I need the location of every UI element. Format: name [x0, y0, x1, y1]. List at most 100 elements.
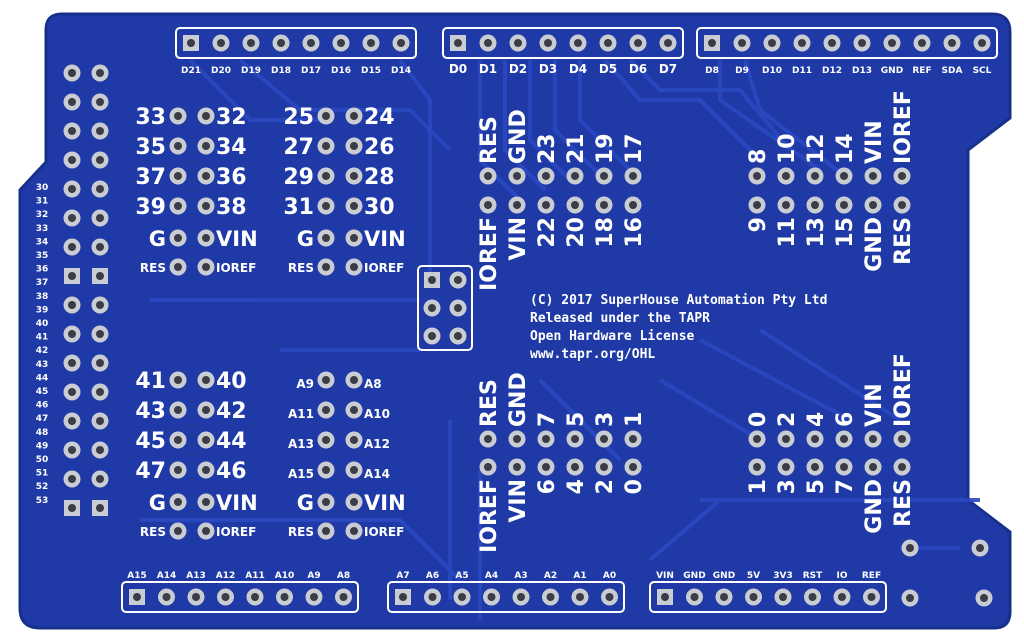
pad-hole: [68, 214, 76, 222]
vert-top-label: RES: [477, 116, 502, 164]
trace: [503, 60, 547, 192]
left-pin-number: 38: [36, 292, 49, 302]
pad-hole: [600, 463, 608, 471]
pad-hole: [221, 593, 230, 601]
left-pin-number: 50: [36, 455, 49, 465]
pad-hole: [339, 593, 348, 601]
header-bottom-right-outline: [649, 581, 887, 613]
pad-hole: [202, 263, 210, 271]
block-pin-label: 43: [135, 399, 166, 424]
vert-bottom-label: VIN: [506, 217, 531, 261]
vert-bottom-label: RES: [891, 217, 916, 265]
pad-hole: [428, 276, 436, 284]
pad-hole: [484, 172, 492, 180]
pin-label: D2: [509, 62, 527, 76]
vert-bottom-label: 20: [564, 217, 589, 248]
vert-top-label: GND: [506, 109, 531, 164]
pad-hole: [664, 39, 672, 47]
pad-hole: [906, 544, 914, 552]
pad-hole: [68, 69, 76, 77]
pin-label: D12: [822, 66, 842, 76]
header-bottom-left-outline: [121, 581, 359, 613]
pad-hole: [350, 498, 358, 506]
bottom-pin-label: A5: [455, 571, 468, 581]
block-ioref-label: IOREF: [364, 261, 404, 275]
block-pin-label: A15: [288, 467, 314, 481]
vert-top-label: 8: [746, 149, 771, 164]
block-pin-label: 46: [216, 459, 247, 484]
left-pin-number: 40: [36, 319, 49, 329]
pad-hole: [350, 527, 358, 535]
pad-hole: [68, 388, 76, 396]
pin-label: D16: [331, 66, 351, 76]
pin-label: D11: [792, 66, 812, 76]
block-pin-label: A13: [288, 437, 314, 451]
pad-hole: [133, 593, 141, 601]
block-res-label: RES: [288, 525, 314, 539]
bottom-pin-label: A10: [275, 571, 295, 581]
trace: [758, 328, 902, 422]
pad-hole: [542, 201, 550, 209]
pin-label: D6: [629, 62, 647, 76]
left-pin-number: 46: [36, 401, 49, 411]
pad-hole: [322, 527, 330, 535]
pin-label: D7: [659, 62, 677, 76]
left-pin-number: 31: [36, 197, 49, 207]
pad-hole: [174, 202, 182, 210]
vert-top-label: 23: [535, 133, 560, 164]
bottom-pin-label: A12: [216, 571, 236, 581]
pad-hole: [768, 39, 776, 47]
pad-hole: [840, 172, 848, 180]
pad-hole: [322, 466, 330, 474]
left-pin-number: 53: [36, 496, 49, 506]
pad-hole: [322, 263, 330, 271]
pin-label: D13: [852, 66, 872, 76]
bottom-pin-label: A11: [245, 571, 265, 581]
pad-hole: [322, 142, 330, 150]
pad-hole: [629, 172, 637, 180]
pad-hole: [68, 475, 76, 483]
trace: [528, 60, 572, 182]
bottom-pin-label: A3: [514, 571, 527, 581]
header-outlines: [121, 27, 998, 613]
vert-bottom-label: 9: [746, 217, 771, 232]
pad-hole: [571, 463, 579, 471]
left-pin-number: 44: [36, 373, 49, 383]
pad-hole: [811, 201, 819, 209]
left-pin-number: 52: [36, 482, 49, 492]
vert-top-label: 21: [564, 133, 589, 164]
vert-bottom-label: 11: [775, 217, 800, 248]
vert-bottom-label: IOREF: [477, 479, 502, 553]
pad-hole: [753, 172, 761, 180]
pad-hole: [322, 376, 330, 384]
vert-top-label: VIN: [862, 120, 887, 164]
notice-line-4: www.tapr.org/OHL: [530, 347, 655, 362]
bottom-pin-label: A4: [485, 571, 498, 581]
block-pin-label: 33: [135, 105, 166, 130]
block-pin-label: 28: [364, 165, 395, 190]
pad-hole: [322, 498, 330, 506]
block-pin-label: 47: [135, 459, 166, 484]
block-ioref-label: IOREF: [364, 525, 404, 539]
pad-hole: [484, 435, 492, 443]
left-pin-number: 32: [36, 210, 49, 220]
pad-hole: [514, 39, 522, 47]
pad-hole: [350, 466, 358, 474]
pad-hole: [68, 330, 76, 338]
pad-hole: [96, 127, 104, 135]
block-pin-label: 40: [216, 369, 247, 394]
block-ioref-label: IOREF: [216, 525, 256, 539]
vert-bottom-label: 0: [622, 479, 647, 494]
block-vin-label: VIN: [364, 491, 406, 515]
bottom-pin-label: A14: [157, 571, 177, 581]
trace: [603, 58, 762, 162]
pad-hole: [428, 593, 437, 601]
pad-hole: [600, 172, 608, 180]
pin-label: SDA: [942, 66, 963, 76]
block-pin-label: 32: [216, 105, 247, 130]
vert-top-label: 19: [593, 133, 618, 164]
pad-hole: [749, 593, 758, 601]
pad-hole: [454, 39, 462, 47]
pad-hole: [604, 39, 612, 47]
